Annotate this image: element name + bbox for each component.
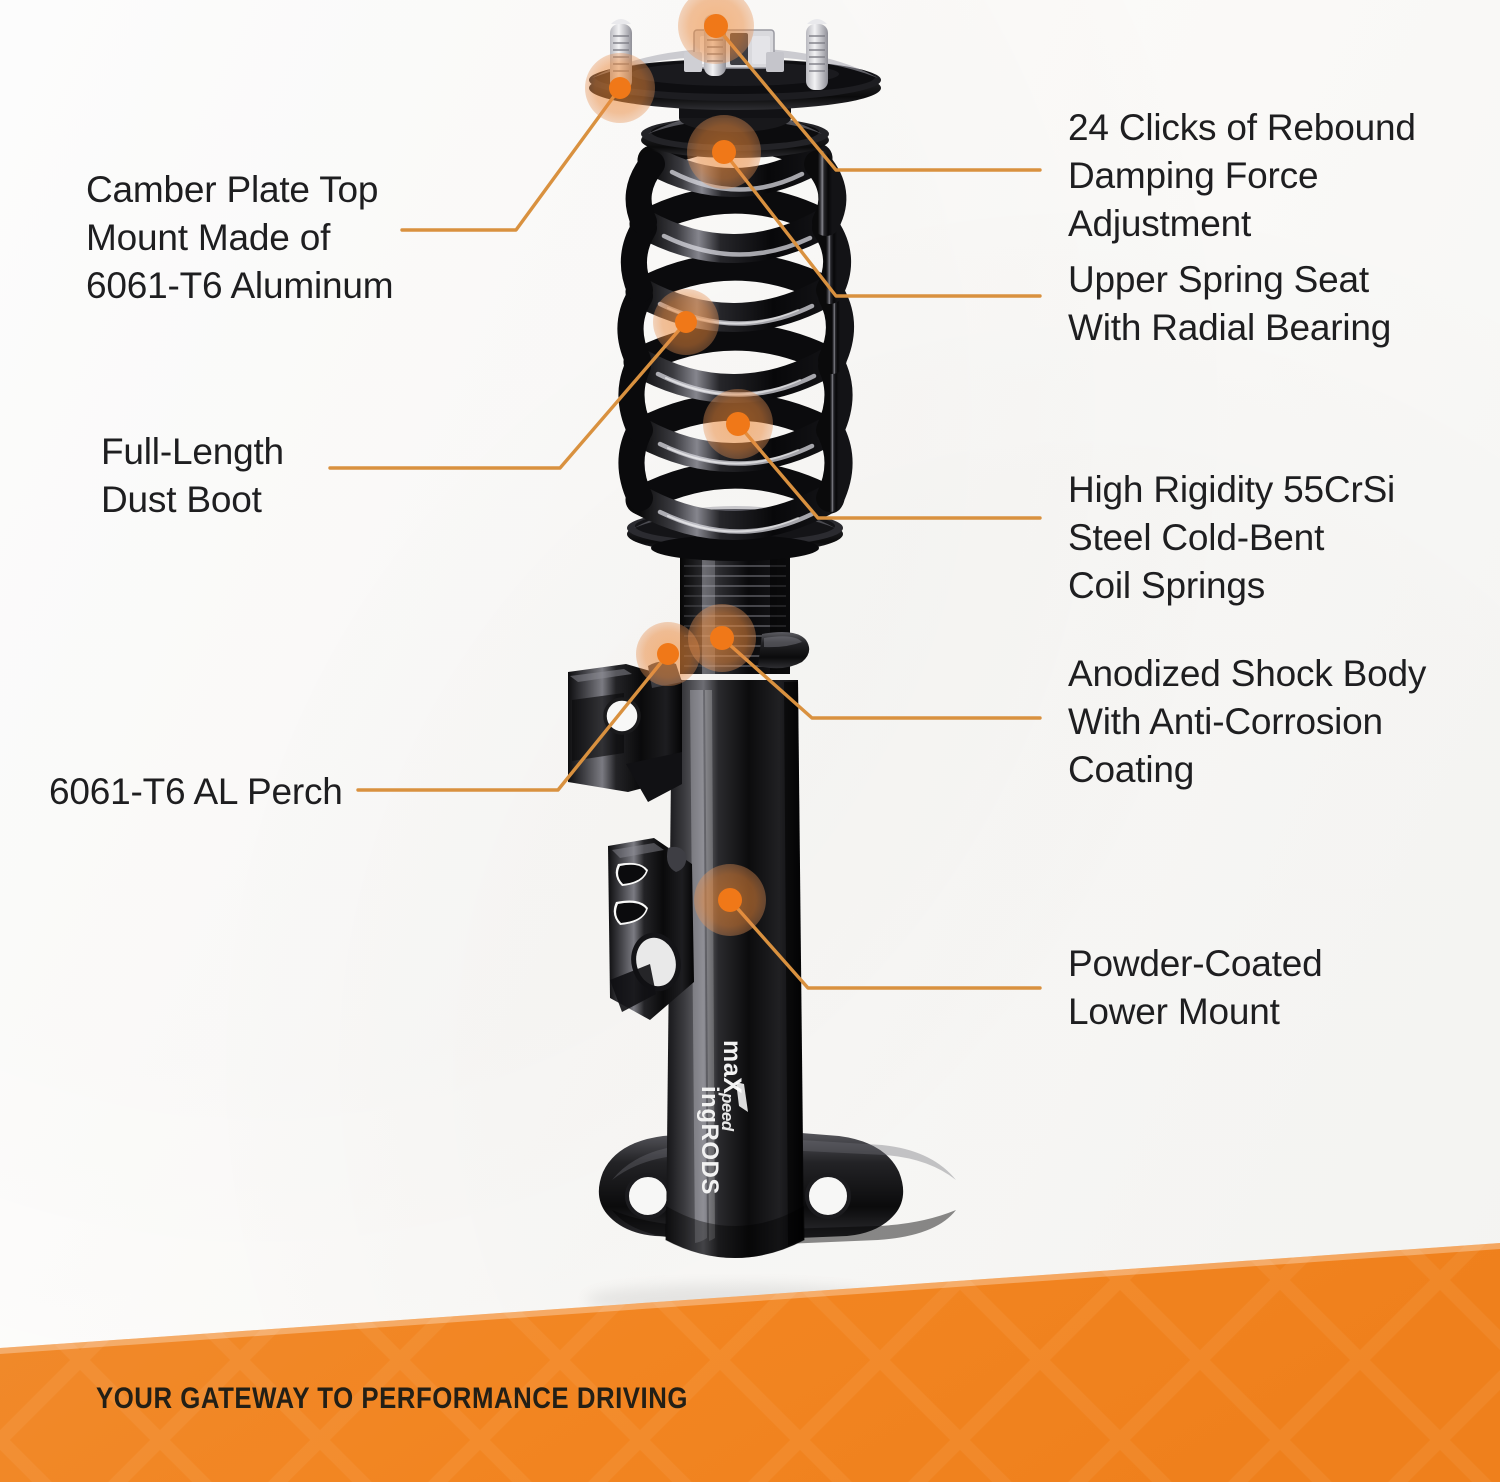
hotspot-al-perch[interactable] [636,622,700,686]
leader-spring-seat [722,150,1042,298]
callout-upper-spring-seat: Upper Spring Seat With Radial Bearing [1068,259,1392,349]
callout-lower-mount: Powder-Coated Lower Mount [1068,943,1323,1033]
callout-shock-body: Anodized Shock Body With Anti-Corrosion … [1068,653,1427,791]
callout-full-length-dust-boot: Full-Length Dust Boot [101,431,284,521]
leader-camber-plate [400,86,622,232]
leader-al-perch [356,652,670,792]
svg-text:ingRODS: ingRODS [696,1086,723,1195]
callout-camber-plate-top-mount: Camber Plate Top Mount Made of 6061-T6 A… [86,169,394,307]
brand-logo: maX peed ingRODS [696,1040,748,1195]
shock-body-tube [665,680,805,1258]
hotspot-lower-mount[interactable] [694,864,766,936]
mounting-tab [608,838,694,1020]
footer-tagline: YOUR GATEWAY TO PERFORMANCE DRIVING [96,1382,688,1415]
hotspot-coil-springs[interactable] [703,389,773,459]
perch-lock-ring [758,632,810,669]
hotspot-dust-boot[interactable] [653,289,719,355]
callout-al-perch: 6061-T6 AL Perch [49,771,343,812]
leader-coil-springs [736,422,1042,520]
leader-dust-boot [328,320,688,470]
hotspot-camber-plate[interactable] [585,53,655,123]
leader-shock-body [720,636,1042,720]
hotspot-rebound-damping[interactable] [678,0,754,64]
leader-rebound [714,24,1042,172]
svg-text:peed: peed [718,1092,737,1132]
hotspot-shock-body[interactable] [688,604,756,672]
callout-rebound-damping: 24 Clicks of Rebound Damping Force Adjus… [1068,107,1416,245]
hotspot-upper-spring-seat[interactable] [687,115,761,189]
callout-coil-springs: High Rigidity 55CrSi Steel Cold-Bent Coi… [1068,469,1396,607]
leader-lower-mount [728,898,1042,990]
